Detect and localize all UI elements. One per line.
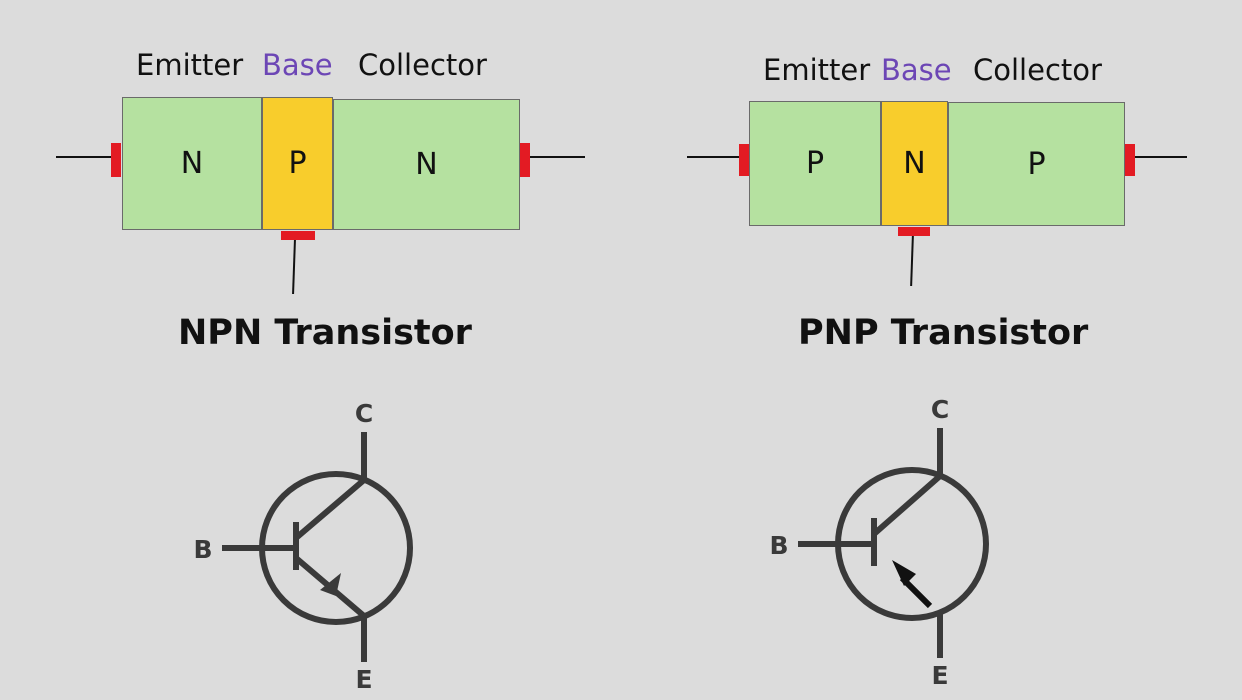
npn-collector-region: N [333, 99, 520, 230]
npn-collector-region-label: N [415, 147, 438, 182]
npn-collector-line [294, 477, 366, 541]
pnp-base-pad [898, 227, 930, 236]
npn-emitter-lead [56, 156, 112, 158]
npn-emitter-region: N [122, 97, 262, 230]
npn-emitter-pad [111, 143, 121, 177]
npn-symbol-e-label: E [355, 665, 372, 694]
npn-title: NPN Transistor [178, 313, 472, 353]
npn-emitter-arrow-icon [320, 573, 341, 596]
pnp-emitter-pad [739, 144, 749, 176]
pnp-title: PNP Transistor [798, 313, 1089, 353]
npn-collector-pad [520, 143, 530, 177]
npn-emitter-region-label: N [180, 146, 204, 181]
pnp-symbol-c-label: C [931, 395, 949, 424]
pnp-base-label: Base [881, 53, 952, 87]
pnp-emitter-lead [687, 156, 739, 158]
pnp-collector-pad [1125, 144, 1135, 176]
npn-collector-label: Collector [358, 48, 487, 82]
npn-symbol-c-label: C [355, 399, 373, 428]
npn-base-region: P [262, 97, 333, 230]
npn-symbol [222, 432, 413, 662]
npn-collector-lead [530, 156, 585, 158]
pnp-collector-lead [1135, 156, 1187, 158]
pnp-emitter-label: Emitter [763, 53, 871, 87]
npn-symbol-b-label: B [193, 535, 212, 564]
pnp-symbol-e-label: E [931, 661, 948, 690]
pnp-collector-region-label: P [1027, 146, 1046, 182]
pnp-collector-line [872, 473, 942, 537]
npn-base-pad [281, 231, 315, 240]
pnp-base-region-label: N [903, 146, 926, 181]
pnp-emitter-region-label: P [805, 146, 825, 181]
pnp-emitter-arrow-icon [892, 560, 916, 586]
pnp-collector-label: Collector [973, 53, 1102, 87]
pnp-base-region: N [881, 101, 948, 226]
pnp-symbol-b-label: B [769, 531, 788, 560]
npn-base-label: Base [262, 48, 333, 82]
pnp-emitter-region: P [749, 101, 881, 226]
npn-base-region-label: P [288, 146, 307, 181]
npn-emitter-label: Emitter [136, 48, 244, 82]
pnp-symbol [798, 428, 989, 658]
pnp-collector-region: P [948, 102, 1125, 226]
